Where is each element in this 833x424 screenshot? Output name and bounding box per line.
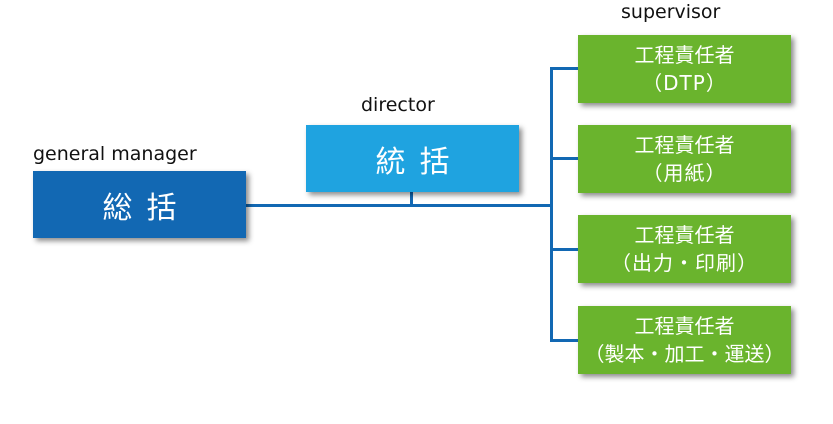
supervisor-box-title: 工程責任者 bbox=[634, 223, 735, 247]
general-manager-title: 総括 bbox=[102, 190, 191, 226]
supervisor-box-scope: （DTP） bbox=[642, 71, 727, 95]
supervisor-box-binding: 工程責任者 （製本・加工・運送） bbox=[578, 306, 791, 374]
connector-main-horizontal bbox=[246, 204, 553, 207]
connector-vertical-trunk bbox=[550, 67, 553, 342]
connector-branch-print bbox=[550, 248, 578, 251]
supervisor-box-scope: （用紙） bbox=[642, 161, 727, 185]
connector-branch-binding bbox=[550, 339, 578, 342]
supervisor-box-scope: （製本・加工・運送） bbox=[584, 342, 785, 366]
connector-branch-paper bbox=[550, 157, 578, 160]
connector-director-stem bbox=[410, 192, 413, 206]
director-label: director bbox=[361, 94, 435, 116]
director-box: 統括 bbox=[306, 125, 519, 192]
connector-branch-dtp bbox=[550, 67, 578, 70]
supervisor-box-paper: 工程責任者 （用紙） bbox=[578, 125, 791, 193]
supervisor-box-title: 工程責任者 bbox=[634, 133, 735, 157]
general-manager-box: 総括 bbox=[33, 171, 246, 238]
supervisor-box-title: 工程責任者 bbox=[634, 43, 735, 67]
general-manager-label: general manager bbox=[33, 143, 197, 165]
supervisor-box-title: 工程責任者 bbox=[634, 314, 735, 338]
director-title: 統括 bbox=[375, 144, 464, 180]
supervisor-label: supervisor bbox=[621, 1, 721, 23]
supervisor-box-print: 工程責任者 （出力・印刷） bbox=[578, 215, 791, 283]
supervisor-box-scope: （出力・印刷） bbox=[611, 251, 758, 275]
supervisor-box-dtp: 工程責任者 （DTP） bbox=[578, 35, 791, 103]
